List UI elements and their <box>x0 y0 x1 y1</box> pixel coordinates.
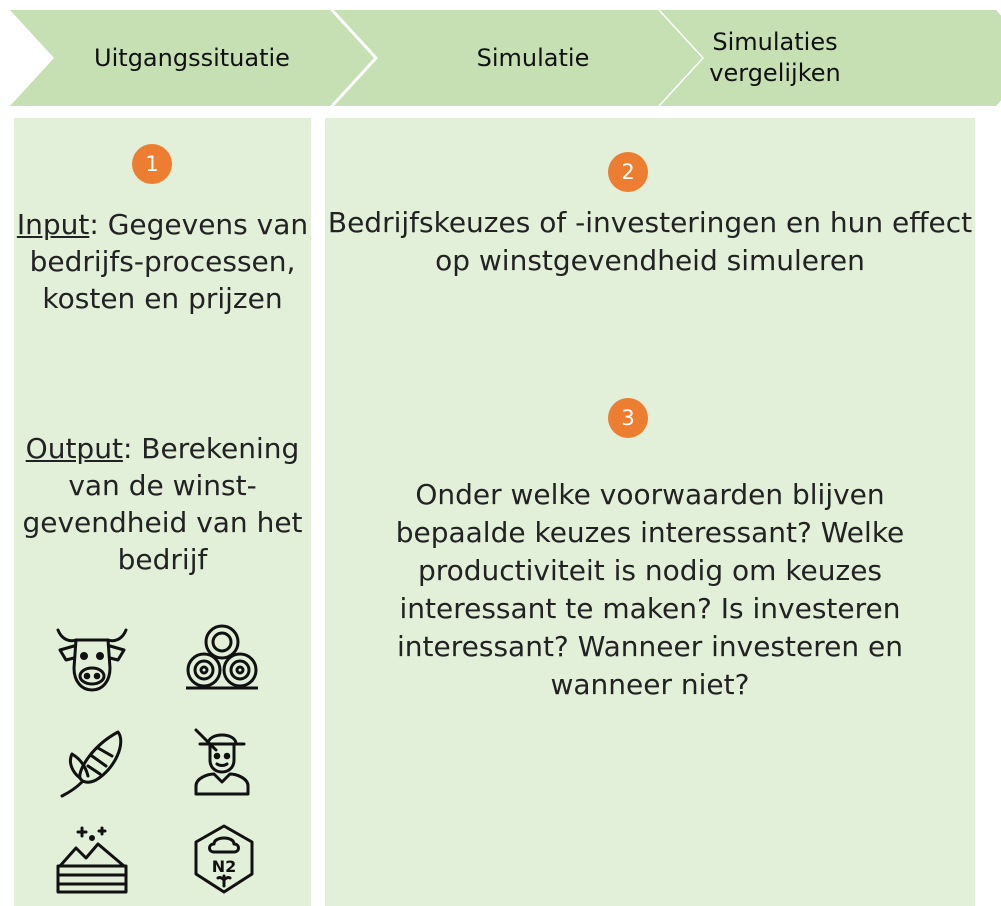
input-heading: Input <box>16 208 90 241</box>
hay-bales-icon <box>182 618 262 694</box>
step-badge-1: 1 <box>132 144 172 184</box>
right-panel: 2 Bedrijfskeuzes of -investeringen en hu… <box>325 118 975 906</box>
output-heading: Output <box>25 432 123 465</box>
corn-icon <box>52 726 132 802</box>
output-description: Output: Berekening van de winst-gevendhe… <box>14 430 311 578</box>
input-text: : Gegevens van bedrijfs-processen, koste… <box>29 208 309 315</box>
step-label: Simulaties vergelijken <box>709 28 841 87</box>
step-simulaties-vergelijken: Simulaties vergelijken <box>660 10 1001 106</box>
n2-label: N2 <box>212 857 237 876</box>
farmer-icon <box>182 722 262 798</box>
cow-icon <box>52 620 132 696</box>
simulation-description: Bedrijfskeuzes of -investeringen en hun … <box>327 206 973 277</box>
input-description: Input: Gegevens van bedrijfs-processen, … <box>14 206 311 317</box>
comparison-description: Onder welke voorwaarden blijven bepaalde… <box>395 478 905 701</box>
left-panel: 1 Input: Gegevens van bedrijfs-processen… <box>14 118 311 906</box>
step-label: Uitgangssituatie <box>94 43 290 72</box>
step-badge-3: 3 <box>608 398 648 438</box>
step-simulatie: Simulatie <box>334 10 702 106</box>
soil-crate-icon <box>52 822 132 898</box>
process-steps: Uitgangssituatie Simulatie Simulaties ve… <box>0 0 1001 110</box>
step-uitgangssituatie: Uitgangssituatie <box>10 10 374 106</box>
nitrogen-cycle-icon: N2 <box>184 822 264 898</box>
output-text: : Berekening van de winst-gevendheid van… <box>22 432 303 576</box>
step-badge-2: 2 <box>608 152 648 192</box>
step-label: Simulatie <box>476 43 590 72</box>
